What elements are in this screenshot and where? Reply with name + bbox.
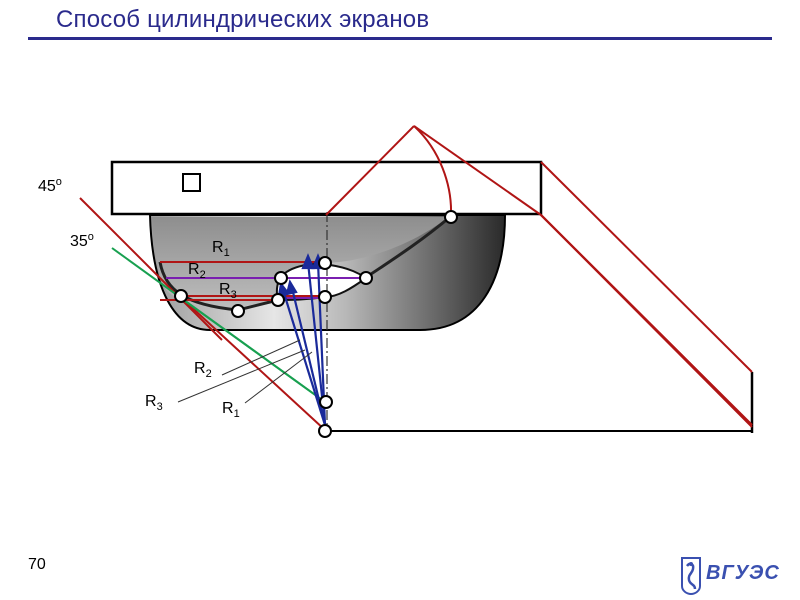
r3-top-label: R3	[219, 281, 237, 301]
angle-35-label: 35o	[70, 231, 94, 250]
contour-curve-right	[364, 215, 451, 280]
page-number: 70	[28, 556, 46, 573]
r1-bottom-label: R1	[222, 400, 240, 420]
point-markers	[174, 210, 458, 438]
page-title: Способ цилиндрических экранов	[56, 6, 430, 33]
green-line-35b	[177, 295, 326, 403]
logo-emblem-icon	[681, 557, 701, 596]
leader-lines	[177, 339, 313, 404]
r2-bottom-label: R2	[194, 360, 212, 380]
title-underline	[28, 37, 772, 40]
red-line-45	[540, 214, 753, 428]
university-logo: ВГУЭС	[678, 556, 779, 596]
angle-45-label: 45o	[38, 176, 62, 195]
r3-bottom-label: R3	[145, 393, 163, 413]
r1-top-label: R1	[212, 239, 230, 259]
small-square	[182, 173, 201, 192]
r2-top-label: R2	[188, 261, 206, 281]
logo-text: ВГУЭС	[706, 562, 780, 584]
